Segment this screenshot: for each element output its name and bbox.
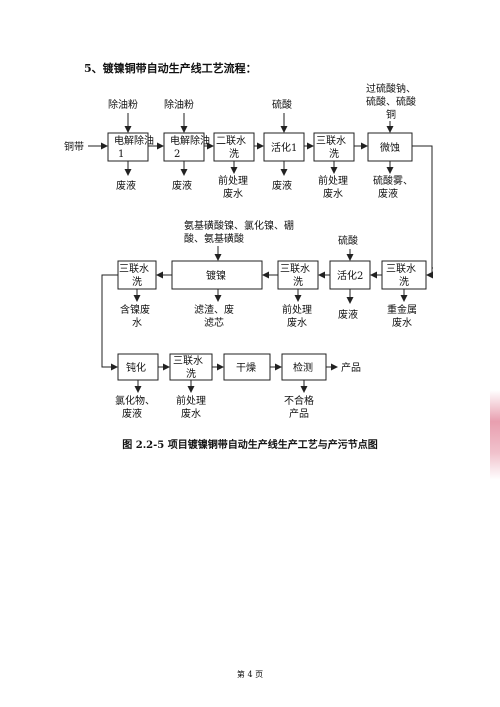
step-triple-rinse-6: 三联水 洗 [169, 353, 213, 381]
step-triple-rinse-5-line1: 三联水 [119, 263, 149, 275]
output-pretreat-wastewater-3-line1: 前处理 [282, 303, 312, 316]
input-micro-etch-chem-line2: 硫酸、硫酸 [366, 95, 416, 108]
output-passivation-waste-line2: 废液 [122, 407, 142, 420]
arrow-into-rinse3 [426, 146, 433, 279]
output-waste-liquid-1: 废液 [116, 179, 136, 192]
step-triple-rinse-4-line1: 三联水 [280, 263, 310, 275]
output-waste-liquid-4: 废液 [338, 308, 358, 321]
output-passivation-waste-line1: 氯化物、 [115, 394, 155, 407]
step-drying-label: 干燥 [236, 362, 256, 374]
input-micro-etch-chem-line3: 铜 [386, 109, 396, 121]
input-copper-strip-label: 铜带 [64, 141, 84, 153]
step-activation-1: 活化1 [263, 132, 305, 162]
output-heavy-metal-wastewater-line2: 废水 [392, 316, 412, 329]
step-triple-rinse-1: 二联水 洗 [213, 132, 255, 162]
step-triple-rinse-5-line2: 洗 [132, 276, 142, 288]
step-triple-rinse-3-line2: 洗 [399, 276, 409, 288]
output-pretreat-wastewater-2-line2: 废水 [323, 187, 343, 200]
output-waste-liquid-2: 废液 [172, 179, 192, 192]
step-inspection-label: 检测 [293, 361, 313, 374]
step-drying: 干燥 [223, 353, 271, 381]
input-sulfuric-acid-1: 硫酸 [272, 98, 292, 111]
step-micro-etch: 微蚀 [367, 132, 413, 162]
step-triple-rinse-4-line2: 洗 [293, 276, 303, 288]
step-passivation-label: 钝化 [126, 361, 146, 374]
output-micro-etch-waste-line2: 废液 [378, 187, 398, 200]
step-electrolytic-degrease-1-line2: 1 [118, 149, 124, 160]
output-pretreat-wastewater-1-line2: 废水 [223, 187, 243, 200]
output-pretreat-wastewater-4-line1: 前处理 [176, 394, 206, 407]
step-triple-rinse-2-line1: 三联水 [316, 135, 346, 147]
output-nickel-wastewater-line2: 水 [132, 317, 142, 329]
step-activation-1-label: 活化1 [271, 141, 297, 154]
red-seal-edge [490, 390, 500, 480]
output-micro-etch-waste-line1: 硫酸雾、 [373, 174, 413, 187]
step-triple-rinse-6-line2: 洗 [186, 368, 196, 380]
step-nickel-plating: 镀镍 [171, 260, 263, 290]
output-product-label: 产品 [341, 361, 361, 374]
step-micro-etch-label: 微蚀 [380, 141, 400, 154]
process-flow-diagram: 铜带 电解除油 1 电解除油 2 二联水 洗 活化1 [64, 82, 433, 420]
output-reject-products-line1: 不合格 [284, 394, 314, 407]
step-electrolytic-degrease-2-line1: 电解除油 [170, 134, 210, 147]
output-pretreat-wastewater-2-line1: 前处理 [318, 174, 348, 187]
step-triple-rinse-2-line2: 洗 [329, 148, 339, 160]
input-degreasing-powder-1: 除油粉 [108, 98, 138, 111]
input-plating-chem-line2: 酸、氨基磺酸 [184, 232, 244, 245]
input-plating-chem-line1: 氨基磺酸镍、氯化镍、硼 [184, 219, 294, 232]
step-activation-2-label: 活化2 [337, 269, 363, 282]
step-inspection: 检测 [281, 353, 327, 381]
section-heading: 5、镀镍铜带自动生产线工艺流程： [84, 62, 257, 75]
step-electrolytic-degrease-2: 电解除油 2 [163, 132, 210, 162]
step-triple-rinse-3: 三联水 洗 [381, 260, 427, 290]
page-number: 第 4 页 [236, 670, 264, 679]
step-triple-rinse-5: 三联水 洗 [117, 260, 157, 290]
step-electrolytic-degrease-2-line2: 2 [174, 149, 180, 160]
step-triple-rinse-4: 三联水 洗 [277, 260, 319, 290]
step-activation-2: 活化2 [329, 260, 371, 290]
step-triple-rinse-3-line1: 三联水 [386, 263, 416, 275]
output-heavy-metal-wastewater-line1: 重金属 [387, 303, 417, 316]
step-triple-rinse-2: 三联水 洗 [313, 132, 355, 162]
step-triple-rinse-1-line1: 二联水 [216, 135, 246, 147]
output-nickel-wastewater-line1: 含镍废 [120, 303, 150, 316]
arrow-rinse5-to-passivation [101, 274, 118, 371]
output-reject-products-line2: 产品 [289, 407, 309, 420]
step-triple-rinse-1-line2: 洗 [229, 148, 239, 160]
step-electrolytic-degrease-1-line1: 电解除油 [114, 134, 154, 147]
step-passivation: 钝化 [117, 353, 159, 381]
output-pretreat-wastewater-3-line2: 废水 [287, 316, 307, 329]
output-filter-residue-line1: 滤渣、废 [194, 303, 234, 316]
step-triple-rinse-6-line1: 三联水 [173, 355, 203, 367]
input-degreasing-powder-2: 除油粉 [164, 98, 194, 111]
step-nickel-plating-label: 镀镍 [206, 269, 226, 282]
output-pretreat-wastewater-4-line2: 废水 [181, 407, 201, 420]
output-filter-residue-line2: 滤芯 [204, 316, 224, 329]
output-waste-liquid-3: 废液 [272, 179, 292, 192]
step-electrolytic-degrease-1: 电解除油 1 [107, 132, 154, 162]
figure-caption: 图 2.2-5 项目镀镍铜带自动生产线生产工艺与产污节点图 [122, 440, 378, 451]
output-pretreat-wastewater-1-line1: 前处理 [218, 174, 248, 187]
input-sulfuric-acid-2: 硫酸 [338, 234, 358, 247]
connector-row1-to-row2 [412, 145, 433, 269]
input-micro-etch-chem-line1: 过硫酸钠、 [366, 82, 416, 95]
